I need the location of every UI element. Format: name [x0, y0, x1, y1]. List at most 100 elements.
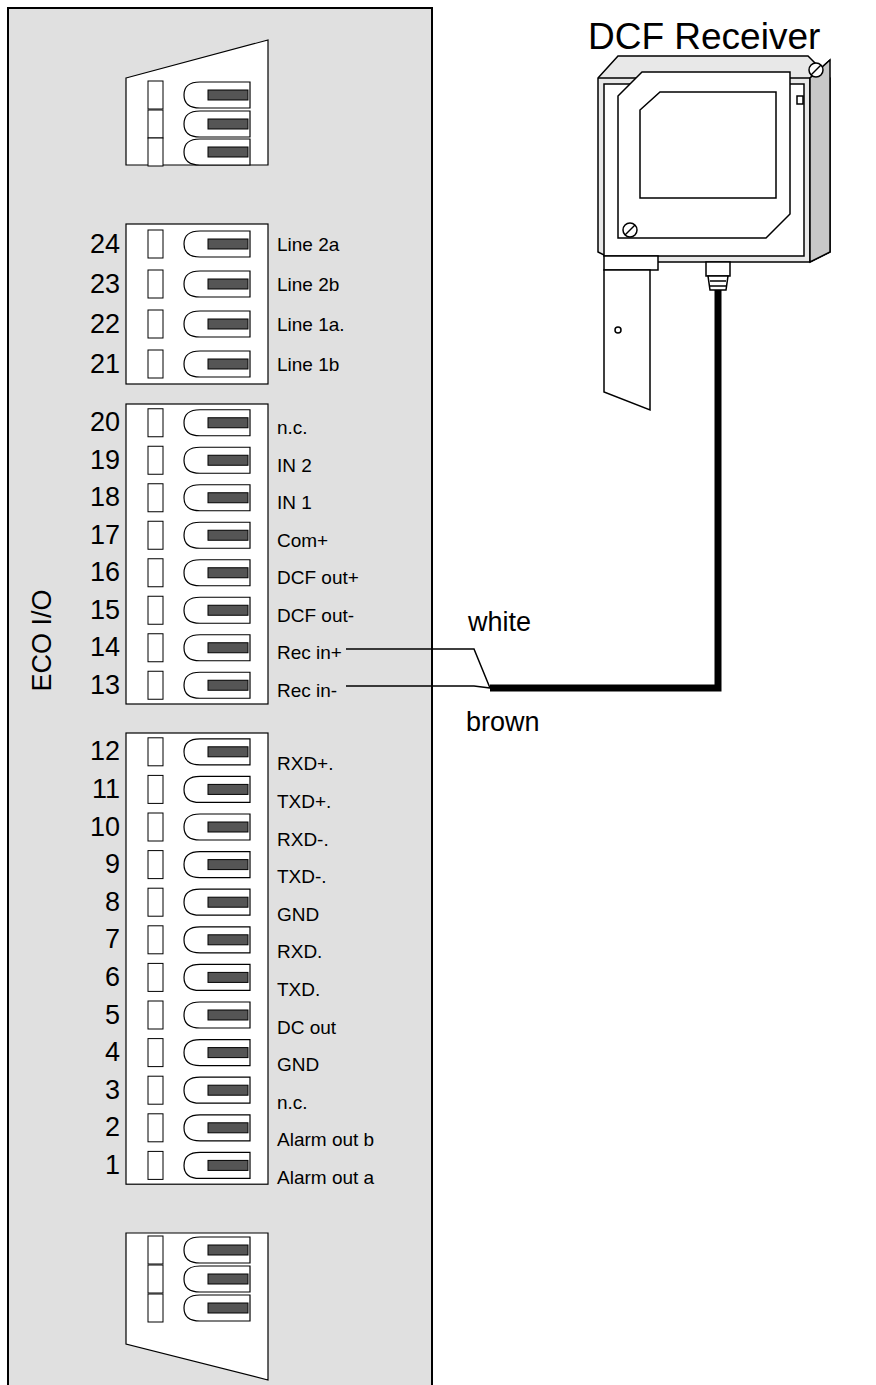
pin-name: n.c. [277, 418, 308, 437]
terminal-block [126, 224, 268, 384]
wire-color: white [468, 609, 531, 636]
terminal-screw [208, 1010, 248, 1020]
pin-name: Line 2a [277, 235, 339, 254]
pin-number: 14 [90, 634, 120, 661]
pin-number: 19 [90, 447, 120, 474]
terminal-screw [208, 147, 248, 157]
terminal-screw [208, 972, 248, 982]
terminal-clamp [184, 776, 250, 802]
pin-number: 10 [90, 814, 120, 841]
pin-number: 22 [90, 311, 120, 338]
dcf-receiver [598, 56, 830, 410]
terminal-slot [148, 813, 163, 841]
terminal-slot [148, 671, 163, 699]
terminal-slot [148, 1076, 163, 1104]
pin-number: 6 [105, 964, 120, 991]
pin-number: 2 [105, 1114, 120, 1141]
terminal-screw [208, 680, 248, 690]
pin-number: 7 [105, 926, 120, 953]
pin-number: 24 [90, 231, 120, 258]
wire-color: brown [466, 709, 540, 736]
terminal-clamp [184, 1040, 250, 1066]
pin-number: 11 [92, 776, 120, 803]
terminal-clamp [184, 672, 250, 698]
terminal-slot [148, 738, 163, 766]
terminal-clamp [184, 1077, 250, 1103]
terminal-screw [208, 279, 248, 289]
terminal-slot [148, 775, 163, 803]
terminal-block [126, 733, 268, 1184]
terminal-clamp [184, 311, 250, 337]
terminal-clamp [184, 485, 250, 511]
terminal-slot [148, 81, 163, 109]
pin-name: GND [277, 905, 319, 924]
terminal-screw [208, 1160, 248, 1170]
pin-name: RXD-. [277, 830, 329, 849]
terminal-clamp [184, 1002, 250, 1028]
terminal-slot [148, 963, 163, 991]
terminal-clamp [184, 82, 250, 108]
terminal-clamp [184, 1266, 250, 1292]
pin-number: 18 [90, 484, 120, 511]
pin-number: 3 [105, 1077, 120, 1104]
terminal-slot [148, 559, 163, 587]
device-name: ECO I/O [29, 589, 56, 691]
terminal-clamp [184, 635, 250, 661]
terminal-slot [148, 1114, 163, 1142]
terminal-clamp [184, 231, 250, 257]
pin-name: RXD. [277, 942, 322, 961]
terminal-screw [208, 1048, 248, 1058]
terminal-screw [208, 1123, 248, 1133]
pin-number: 13 [90, 672, 120, 699]
terminal-screw [208, 418, 248, 428]
pin-number: 4 [105, 1039, 120, 1066]
pin-number: 21 [90, 351, 120, 378]
terminal-screw [208, 747, 248, 757]
pin-name: Line 2b [277, 275, 339, 294]
terminal-slot [148, 138, 163, 166]
pin-name: TXD. [277, 980, 320, 999]
terminal-block [126, 404, 268, 704]
terminal-screw [208, 643, 248, 653]
terminal-screw [208, 568, 248, 578]
pin-name: IN 1 [277, 493, 312, 512]
terminal-clamp [184, 447, 250, 473]
pin-name: Rec in- [277, 681, 337, 700]
pin-name: TXD+. [277, 792, 331, 811]
pin-name: Line 1a. [277, 315, 345, 334]
terminal-screw [208, 455, 248, 465]
terminal-screw [208, 860, 248, 870]
terminal-clamp [184, 351, 250, 377]
terminal-slot [148, 110, 163, 138]
pin-number: 15 [90, 597, 120, 624]
terminal-slot [148, 1236, 163, 1264]
terminal-slot [148, 230, 163, 258]
terminal-screw [208, 897, 248, 907]
pin-number: 8 [105, 889, 120, 916]
terminal-slot [148, 446, 163, 474]
terminal-clamp [184, 1115, 250, 1141]
terminal-block [126, 1233, 268, 1380]
terminal-clamp [184, 1152, 250, 1178]
pin-number: 23 [90, 271, 120, 298]
terminal-clamp [184, 271, 250, 297]
terminal-clamp [184, 597, 250, 623]
pin-number: 16 [90, 559, 120, 586]
terminal-slot [148, 888, 163, 916]
terminal-clamp [184, 739, 250, 765]
pin-name: Alarm out a [277, 1168, 374, 1187]
device-panel [8, 8, 432, 1385]
terminal-slot [148, 484, 163, 512]
pin-number: 17 [90, 522, 120, 549]
terminal-block [126, 40, 268, 165]
terminal-slot [148, 1151, 163, 1179]
terminal-slot [148, 270, 163, 298]
terminal-screw [208, 784, 248, 794]
terminal-clamp [184, 927, 250, 953]
terminal-screw [208, 1303, 248, 1313]
terminal-clamp [184, 1237, 250, 1263]
terminal-clamp [184, 814, 250, 840]
terminal-clamp [184, 964, 250, 990]
terminal-slot [148, 851, 163, 879]
